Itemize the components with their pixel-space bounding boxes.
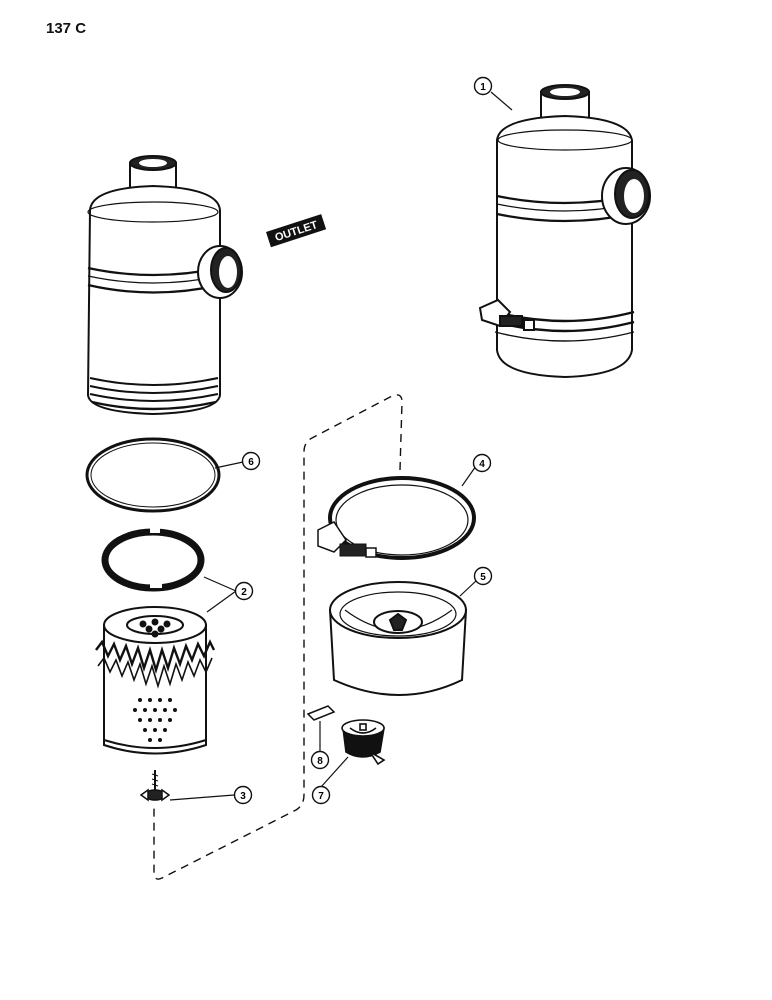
seal-ring	[101, 528, 205, 592]
callout-4-label: 4	[479, 459, 485, 470]
dust-cup	[328, 581, 468, 696]
callout-6-label: 6	[248, 457, 254, 468]
callout-1: 1	[473, 76, 493, 96]
outlet-decal: OUTLET	[266, 214, 327, 248]
wing-nut-bolt	[139, 770, 171, 802]
callout-8: 8	[310, 750, 330, 770]
air-cleaner-assembly-right	[478, 84, 651, 379]
o-ring-large	[85, 437, 221, 513]
clamp-ring	[317, 476, 476, 560]
pad	[306, 705, 336, 721]
callout-5: 5	[473, 566, 493, 586]
baffle-cup	[341, 719, 386, 766]
callout-3-label: 3	[240, 791, 246, 802]
group-dashed-line	[153, 394, 403, 880]
callout-8-label: 8	[317, 756, 323, 767]
callout-3: 3	[233, 785, 253, 805]
callout-2-label: 2	[241, 587, 247, 598]
callout-6: 6	[241, 451, 261, 471]
filter-element	[95, 606, 216, 755]
callout-7: 7	[311, 785, 331, 805]
air-cleaner-body-left	[86, 155, 243, 416]
leader-lines	[169, 91, 513, 801]
callout-5-label: 5	[480, 572, 486, 583]
page-code: 137 C	[46, 20, 87, 37]
callout-2: 2	[234, 581, 254, 601]
callout-7-label: 7	[318, 791, 324, 802]
callout-4: 4	[472, 453, 492, 473]
callout-1-label: 1	[480, 82, 486, 93]
